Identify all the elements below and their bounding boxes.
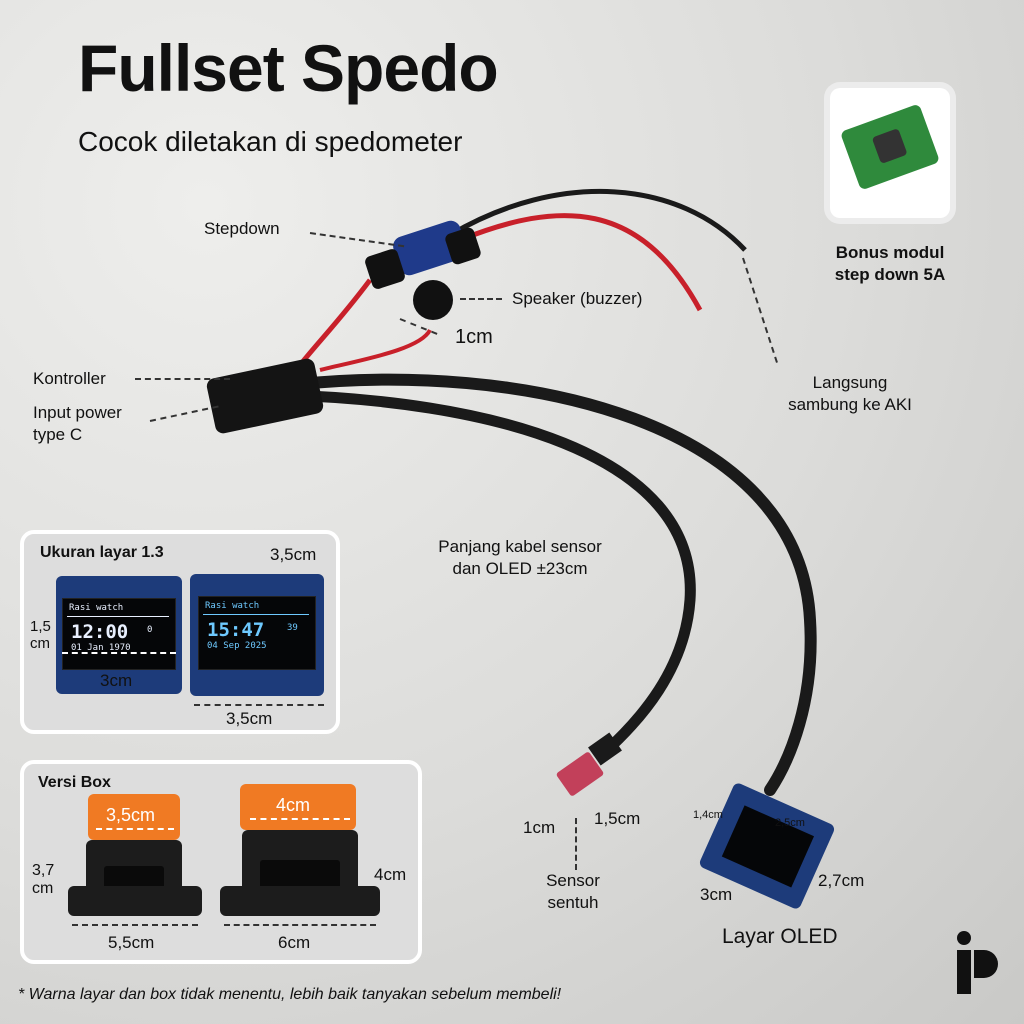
screen-dim-inner: 3cm	[100, 671, 133, 690]
aki-label: Langsung sambung ke AKI	[770, 372, 930, 416]
screen-inner-dash	[62, 652, 176, 654]
sensor-label: Sensor sentuh	[530, 870, 616, 914]
screen-dim-bottom: 3,5cm	[226, 709, 273, 728]
page-title: Fullset Spedo	[78, 31, 499, 105]
screen-bottom-dash	[194, 704, 324, 706]
oled-dim-4: 2,7cm	[818, 871, 865, 890]
stepdown-pcb-image	[839, 103, 941, 191]
box2-mount	[220, 886, 380, 916]
oled1-date: 01 Jan 1970	[71, 643, 131, 653]
box1-mount	[68, 886, 202, 916]
oled-sample-2: Rasi watch 15:47 39 04 Sep 2025	[190, 574, 324, 696]
bonus-module-card	[830, 88, 950, 218]
oled-sample-1-screen: Rasi watch 12:00 0 01 Jan 1970	[62, 598, 176, 670]
oled-screen	[721, 805, 815, 888]
stepdown-cap-right	[445, 227, 481, 265]
bonus-label-line1: Bonus modul	[835, 243, 945, 262]
box2-bottom-dash	[224, 924, 376, 926]
speaker-label: Speaker (buzzer)	[512, 289, 643, 308]
box1-bottom-dash	[72, 924, 198, 926]
input-power-label: Input power type C	[33, 402, 122, 446]
oled1-divider	[67, 616, 169, 617]
box2-top-dim: 4cm	[276, 795, 311, 815]
box1-orange-lid	[88, 794, 180, 840]
oled1-time: 12:00	[71, 621, 129, 643]
stepdown-cap-left	[365, 249, 405, 289]
box1-bottom-dim: 5,5cm	[108, 933, 155, 952]
oled-dim-2: 2,5cm	[775, 817, 805, 829]
sensor-label-line2: sentuh	[547, 893, 599, 912]
cable-length-label: Panjang kabel sensor dan OLED ±23cm	[410, 536, 630, 580]
brand-logo	[957, 931, 998, 994]
box-inset-title: Versi Box	[38, 774, 111, 791]
oled1-header: Rasi watch	[69, 603, 124, 613]
oled-sample-1: Rasi watch 12:00 0 01 Jan 1970	[56, 576, 182, 694]
oled-cable	[284, 373, 817, 796]
box2-right-dim: 4cm	[374, 865, 407, 884]
sensor-connector	[588, 732, 622, 766]
oled-sample-2-screen: Rasi watch 15:47 39 04 Sep 2025	[198, 596, 316, 670]
black-wire	[448, 189, 747, 252]
speaker-pointer	[460, 298, 502, 300]
red-wire-2	[298, 278, 372, 367]
screen-size-inset: Ukuran layar 1.3 3,5cm 1,5 cm Rasi watch…	[20, 530, 340, 734]
cable-length-line1: Panjang kabel sensor	[438, 537, 602, 556]
oled2-time: 15:47	[207, 619, 265, 641]
kontroller-label: Kontroller	[33, 369, 106, 388]
input-power-line2: type C	[33, 425, 83, 444]
controller-module	[206, 358, 324, 434]
cable-length-line2: dan OLED ±23cm	[452, 559, 588, 578]
buzzer	[413, 280, 453, 320]
red-wire-3	[319, 328, 432, 372]
aki-label-line1: Langsung	[812, 373, 888, 392]
oled2-divider	[203, 614, 309, 615]
screen-dim-left-line2: cm	[30, 635, 50, 652]
footnote: * Warna layar dan box tidak menentu, leb…	[18, 986, 562, 1003]
box1-left-dim-line2: cm	[32, 880, 54, 897]
screen-dim-left-line1: 1,5	[30, 618, 51, 635]
sensor-pointer	[575, 818, 577, 870]
box1-left-dim: 3,7 cm	[32, 862, 54, 898]
bonus-label-line2: step down 5A	[834, 265, 946, 284]
oled2-date: 04 Sep 2025	[207, 641, 267, 651]
sensor-width-label: 1cm	[523, 818, 556, 837]
kontroller-pointer	[135, 378, 230, 380]
touch-sensor-board	[556, 752, 604, 796]
bonus-label: Bonus modul step down 5A	[812, 242, 968, 286]
box2-orange-lid	[240, 784, 356, 830]
one-cm-label: 1cm	[455, 326, 493, 348]
aki-label-line2: sambung ke AKI	[788, 395, 912, 414]
red-wire	[459, 213, 703, 312]
page-subtitle: Cocok diletakan di spedometer	[78, 126, 463, 157]
stepdown-label: Stepdown	[204, 219, 280, 238]
oled2-header: Rasi watch	[205, 601, 260, 611]
box2-top-dash	[250, 818, 350, 820]
input-power-line1: Input power	[33, 403, 122, 422]
box1-top-dim: 3,5cm	[106, 805, 156, 825]
sensor-label-line1: Sensor	[546, 871, 600, 890]
inductor-component	[871, 128, 908, 165]
box-version-inset: Versi Box 3,5cm 3,7 cm 5,5cm 4cm 4cm 6cm	[20, 760, 422, 964]
screen-dim-top: 3,5cm	[270, 545, 317, 564]
box1-left-dim-line1: 3,7	[32, 862, 55, 879]
oled-dim-1: 1,4cm	[693, 809, 723, 821]
box1-top-dash	[96, 828, 174, 830]
sensor-height-label: 1,5cm	[594, 809, 641, 828]
screen-inset-title: Ukuran layar 1.3	[40, 544, 164, 561]
oled2-temp: 39	[287, 623, 298, 633]
oled-dim-3: 3cm	[700, 885, 733, 904]
box2-bottom-dim: 6cm	[278, 933, 311, 952]
oled-label: Layar OLED	[722, 925, 838, 948]
oled1-temp: 0	[147, 625, 153, 635]
screen-dim-left: 1,5 cm	[30, 618, 51, 652]
sensor-cable	[274, 389, 696, 758]
